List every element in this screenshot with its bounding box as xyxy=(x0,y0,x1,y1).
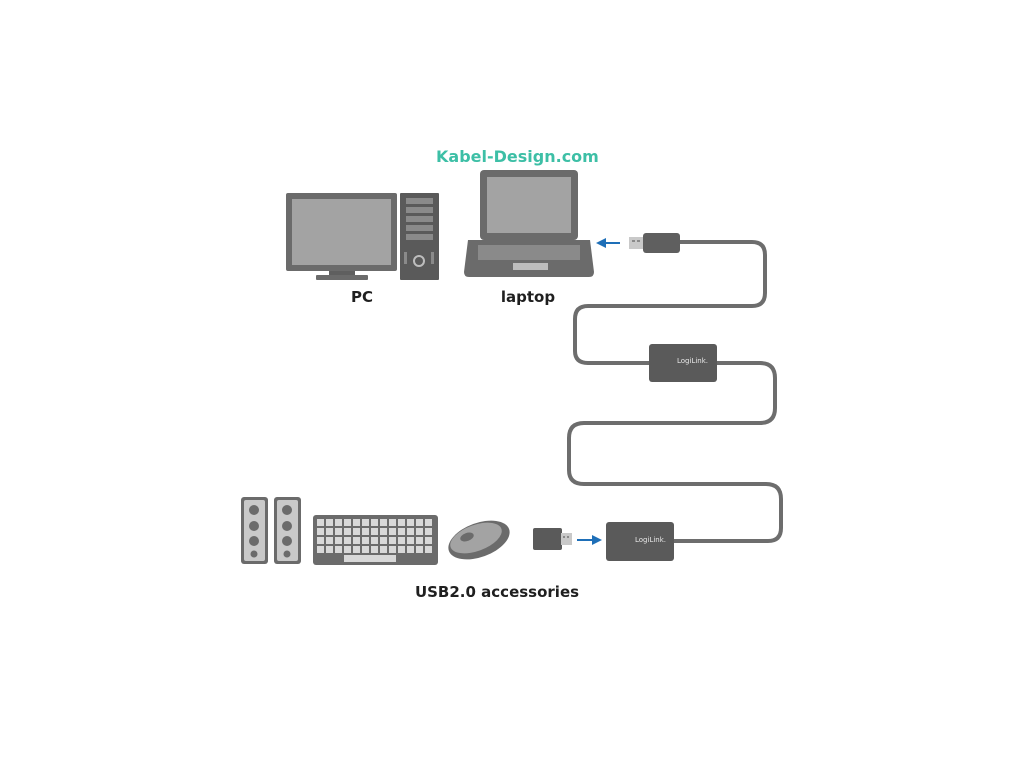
keyboard-key xyxy=(353,546,360,553)
keyboard-key xyxy=(416,528,423,535)
keyboard-key xyxy=(425,528,432,535)
keyboard-key xyxy=(326,519,333,526)
keyboard-key xyxy=(407,546,414,553)
keyboard-key xyxy=(389,546,396,553)
keyboard-key xyxy=(317,519,324,526)
hub-brand: LogiLink. xyxy=(635,536,666,544)
repeater-brand: LogiLink. xyxy=(677,357,708,365)
keyboard-icon xyxy=(313,515,438,565)
keyboard-key xyxy=(335,519,342,526)
keyboard-key xyxy=(326,546,333,553)
keyboard-key xyxy=(317,528,324,535)
keyboard-key xyxy=(344,519,351,526)
keyboard-key xyxy=(371,528,378,535)
keyboard-key xyxy=(362,519,369,526)
watermark-text: Kabel-Design.com xyxy=(436,147,599,166)
keyboard-key xyxy=(425,546,432,553)
keyboard-key xyxy=(416,519,423,526)
keyboard-key xyxy=(317,546,324,553)
keyboard-key xyxy=(353,528,360,535)
keyboard-key xyxy=(389,519,396,526)
keyboard-key xyxy=(416,537,423,544)
keyboard-key xyxy=(344,528,351,535)
pc-label: PC xyxy=(351,288,373,306)
keyboard-key xyxy=(362,528,369,535)
arrow-icon xyxy=(596,238,620,248)
keyboard-key xyxy=(380,528,387,535)
keyboard-key xyxy=(398,546,405,553)
mouse-icon xyxy=(448,520,510,560)
speakers-icon xyxy=(241,497,301,564)
keyboard-key xyxy=(416,546,423,553)
keyboard-key xyxy=(362,537,369,544)
laptop-icon xyxy=(464,170,594,277)
keyboard-key xyxy=(398,537,405,544)
keyboard-key xyxy=(371,519,378,526)
keyboard-key xyxy=(362,546,369,553)
active-repeater-icon: LogiLink. xyxy=(606,522,674,561)
keyboard-key xyxy=(353,537,360,544)
usb-stick-icon xyxy=(533,528,572,550)
keyboard-key xyxy=(335,537,342,544)
keyboard-key xyxy=(425,537,432,544)
keyboard-key xyxy=(371,546,378,553)
keyboard-key xyxy=(344,537,351,544)
keyboard-key xyxy=(317,537,324,544)
keyboard-key xyxy=(344,546,351,553)
keyboard-key xyxy=(371,537,378,544)
usb-cable xyxy=(567,240,783,543)
arrow-icon xyxy=(577,535,602,545)
keyboard-key xyxy=(380,546,387,553)
keyboard-key xyxy=(335,546,342,553)
usb-plug-icon xyxy=(629,233,680,253)
keyboard-key xyxy=(398,528,405,535)
keyboard-key xyxy=(407,537,414,544)
keyboard-key xyxy=(407,528,414,535)
keyboard-key xyxy=(389,528,396,535)
pc-tower-icon xyxy=(400,193,439,280)
keyboard-key xyxy=(326,537,333,544)
keyboard-key xyxy=(398,519,405,526)
keyboard-key xyxy=(353,519,360,526)
keyboard-key xyxy=(425,519,432,526)
keyboard-key xyxy=(380,537,387,544)
keyboard-key xyxy=(389,537,396,544)
keyboard-key xyxy=(407,519,414,526)
keyboard-key xyxy=(380,519,387,526)
keyboard-spacebar xyxy=(344,555,396,562)
monitor-icon xyxy=(286,193,397,280)
active-repeater-icon: LogiLink. xyxy=(649,344,717,382)
accessories-label: USB2.0 accessories xyxy=(415,583,579,601)
keyboard-key xyxy=(335,528,342,535)
keyboard-key xyxy=(326,528,333,535)
laptop-label: laptop xyxy=(501,288,555,306)
